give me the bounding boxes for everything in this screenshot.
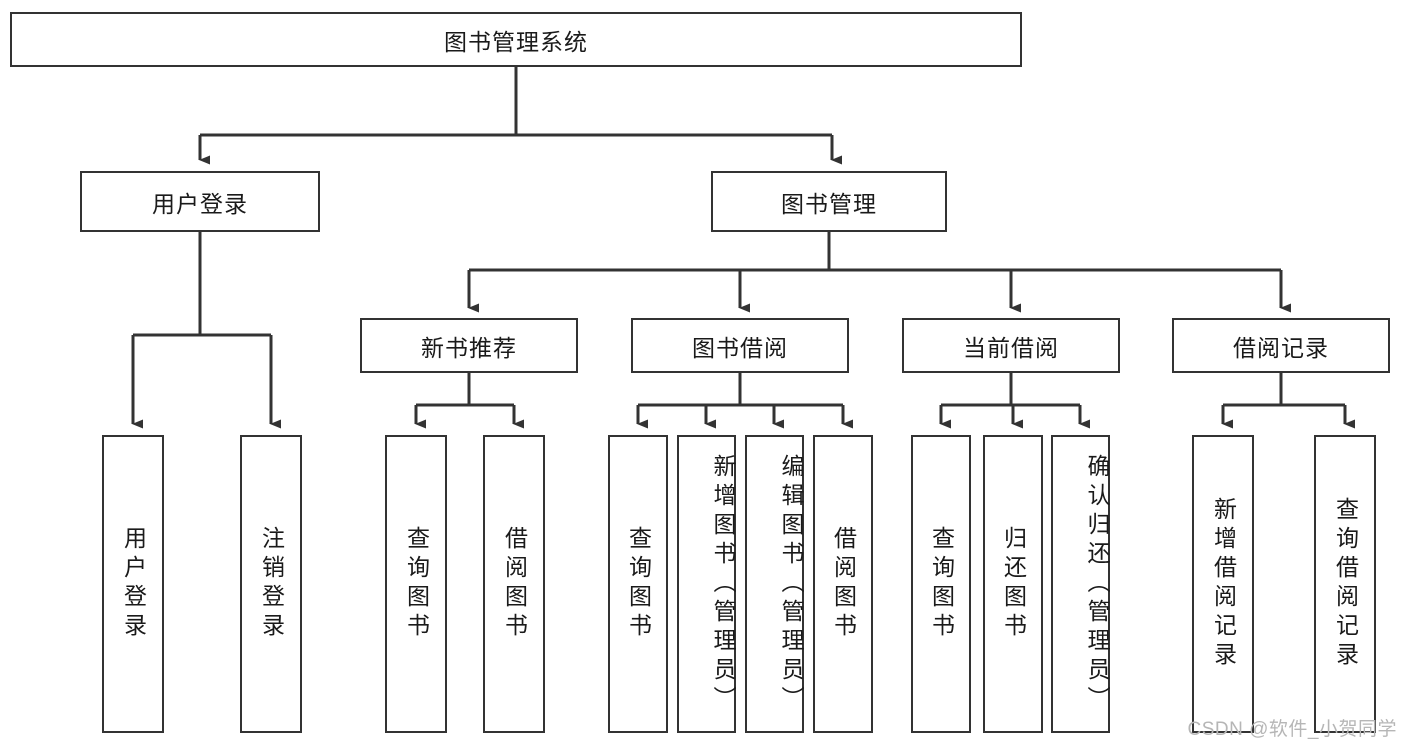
node-new-book-recommend[interactable]: 新书推荐 <box>360 318 578 373</box>
node-book-manage-label: 图书管理 <box>781 190 877 217</box>
node-user-login-label: 用户登录 <box>152 190 248 217</box>
node-new-book-recommend-label: 新书推荐 <box>421 334 517 361</box>
leaf-query-book-1[interactable]: 查询图书 <box>385 435 447 733</box>
leaf-query-book-3[interactable]: 查询图书 <box>911 435 971 733</box>
leaf-borrow-book-1[interactable]: 借阅图书 <box>483 435 545 733</box>
leaf-user-login[interactable]: 用户登录 <box>102 435 164 733</box>
leaf-query-borrow-record-label: 查询借阅记录 <box>1332 497 1359 671</box>
leaf-add-borrow-record[interactable]: 新增借阅记录 <box>1192 435 1254 733</box>
leaf-query-book-2-label: 查询图书 <box>625 526 652 642</box>
leaf-edit-book-admin[interactable]: 编辑图书（管理员） <box>745 435 804 733</box>
node-user-login[interactable]: 用户登录 <box>80 171 320 232</box>
node-current-borrow[interactable]: 当前借阅 <box>902 318 1120 373</box>
leaf-query-book-2[interactable]: 查询图书 <box>608 435 668 733</box>
leaf-add-borrow-record-label: 新增借阅记录 <box>1210 497 1237 671</box>
node-borrow-record-label: 借阅记录 <box>1233 334 1329 361</box>
leaf-edit-book-admin-label: 编辑图书（管理员） <box>778 453 804 715</box>
leaf-logout-login[interactable]: 注销登录 <box>240 435 302 733</box>
node-root[interactable]: 图书管理系统 <box>10 12 1022 67</box>
leaf-borrow-book-1-label: 借阅图书 <box>501 526 528 642</box>
watermark: CSDN @软件_小贺同学 <box>1187 719 1397 740</box>
leaf-confirm-return[interactable]: 确认归还（管理员） <box>1051 435 1110 733</box>
leaf-add-book-admin[interactable]: 新增图书（管理员） <box>677 435 736 733</box>
leaf-logout-login-label: 注销登录 <box>258 526 285 642</box>
leaf-return-book-label: 归还图书 <box>1000 526 1027 642</box>
node-borrow-record[interactable]: 借阅记录 <box>1172 318 1390 373</box>
leaf-confirm-return-label: 确认归还（管理员） <box>1084 453 1110 715</box>
node-book-manage[interactable]: 图书管理 <box>711 171 947 232</box>
leaf-query-book-3-label: 查询图书 <box>928 526 955 642</box>
leaf-borrow-book-2-label: 借阅图书 <box>830 526 857 642</box>
leaf-add-book-admin-label: 新增图书（管理员） <box>710 453 736 715</box>
leaf-query-borrow-record[interactable]: 查询借阅记录 <box>1314 435 1376 733</box>
node-current-borrow-label: 当前借阅 <box>963 334 1059 361</box>
node-book-borrow-label: 图书借阅 <box>692 334 788 361</box>
leaf-user-login-label: 用户登录 <box>120 526 147 642</box>
node-book-borrow[interactable]: 图书借阅 <box>631 318 849 373</box>
leaf-borrow-book-2[interactable]: 借阅图书 <box>813 435 873 733</box>
node-root-label: 图书管理系统 <box>444 28 588 55</box>
leaf-query-book-1-label: 查询图书 <box>403 526 430 642</box>
leaf-return-book[interactable]: 归还图书 <box>983 435 1043 733</box>
